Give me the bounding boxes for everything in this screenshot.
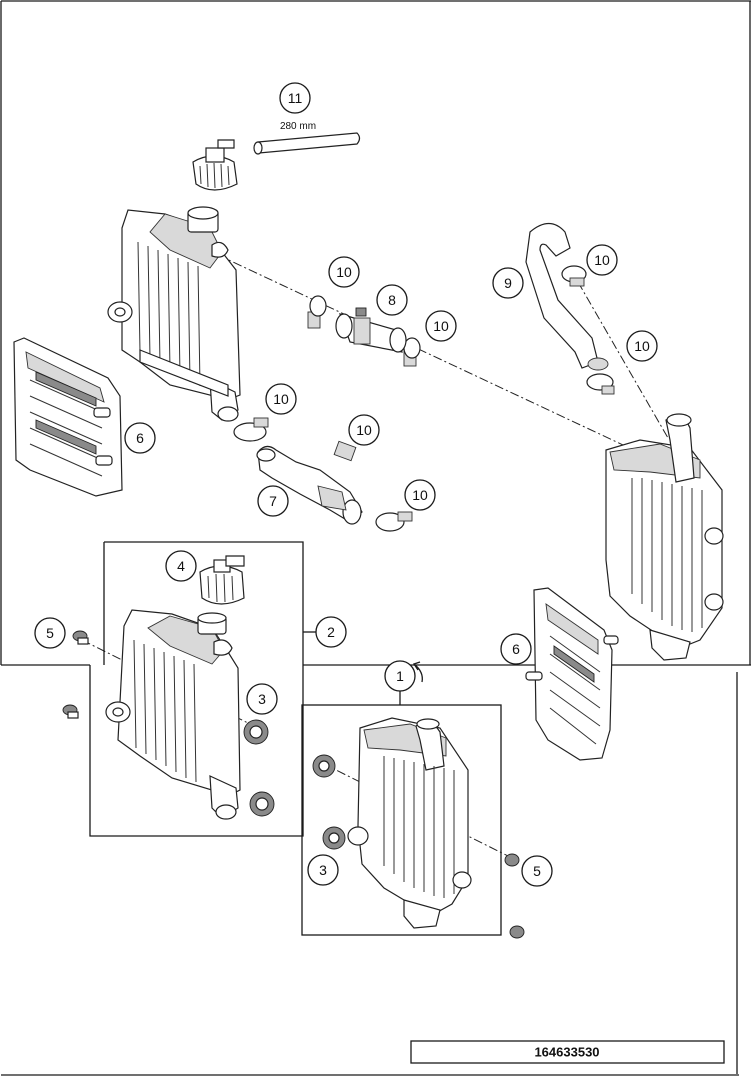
svg-text:3: 3 <box>258 691 266 707</box>
svg-text:10: 10 <box>336 264 352 280</box>
hose-part-7 <box>256 445 363 525</box>
grommets-left <box>243 719 275 817</box>
svg-text:7: 7 <box>269 493 277 509</box>
svg-text:11: 11 <box>288 90 303 106</box>
callout-10-a: 10 <box>328 256 360 288</box>
callout-5-right: 5 <box>521 855 553 887</box>
connector-part-8 <box>335 307 407 353</box>
callout-10-d: 10 <box>626 330 658 362</box>
callout-10-g: 10 <box>404 479 436 511</box>
svg-text:9: 9 <box>504 275 512 291</box>
radiator-assembly-1 <box>347 717 472 929</box>
hose-clamps <box>233 265 615 532</box>
callout-6-left: 6 <box>124 422 156 454</box>
screws-right <box>504 853 525 939</box>
radiator-assembly-2 <box>105 609 241 820</box>
assembly-box-1 <box>301 690 502 936</box>
svg-text:10: 10 <box>273 391 289 407</box>
svg-text:6: 6 <box>512 641 520 657</box>
callout-6-right: 6 <box>500 633 532 665</box>
callout-3-left: 3 <box>246 683 278 715</box>
svg-text:1: 1 <box>396 668 404 684</box>
radiator-guard-left <box>13 337 123 497</box>
radiator-cap-top <box>192 139 238 191</box>
assembly-box-2 <box>89 541 316 837</box>
svg-text:6: 6 <box>136 430 144 446</box>
callout-2: 2 <box>315 616 347 648</box>
callout-10-f: 10 <box>348 414 380 446</box>
callout-5-left: 5 <box>34 617 66 649</box>
svg-text:10: 10 <box>594 252 610 268</box>
radiator-guard-right <box>525 587 619 761</box>
callout-11: 11 <box>279 82 311 114</box>
svg-text:10: 10 <box>356 422 372 438</box>
svg-text:10: 10 <box>433 318 449 334</box>
hose-part-9 <box>525 222 609 371</box>
svg-text:4: 4 <box>177 558 185 574</box>
svg-text:3: 3 <box>319 862 327 878</box>
callout-10-c: 10 <box>586 244 618 276</box>
radiator-right-top <box>605 413 724 661</box>
svg-text:10: 10 <box>634 338 650 354</box>
screws-left <box>62 630 89 719</box>
callout-7: 7 <box>257 485 289 517</box>
callout-1-rotation-arrow <box>412 661 423 683</box>
svg-text:2: 2 <box>327 624 335 640</box>
grommets-right <box>312 754 346 850</box>
svg-text:5: 5 <box>533 863 541 879</box>
hose-length-note: 280 mm <box>280 121 316 132</box>
hose-part-11 <box>253 132 361 155</box>
callout-1: 1 <box>384 660 416 692</box>
callout-3-right: 3 <box>307 854 339 886</box>
document-number: 164633530 <box>534 1045 599 1060</box>
radiator-left-top <box>107 206 241 422</box>
radiator-cap-part-4 <box>199 555 245 605</box>
svg-text:8: 8 <box>388 292 396 308</box>
callout-9: 9 <box>492 267 524 299</box>
callout-10-e: 10 <box>265 383 297 415</box>
svg-text:5: 5 <box>46 625 54 641</box>
document-number-box: 164633530 <box>410 1040 725 1064</box>
svg-text:10: 10 <box>412 487 428 503</box>
callout-8: 8 <box>376 284 408 316</box>
callout-10-b: 10 <box>425 310 457 342</box>
callout-4: 4 <box>165 550 197 582</box>
